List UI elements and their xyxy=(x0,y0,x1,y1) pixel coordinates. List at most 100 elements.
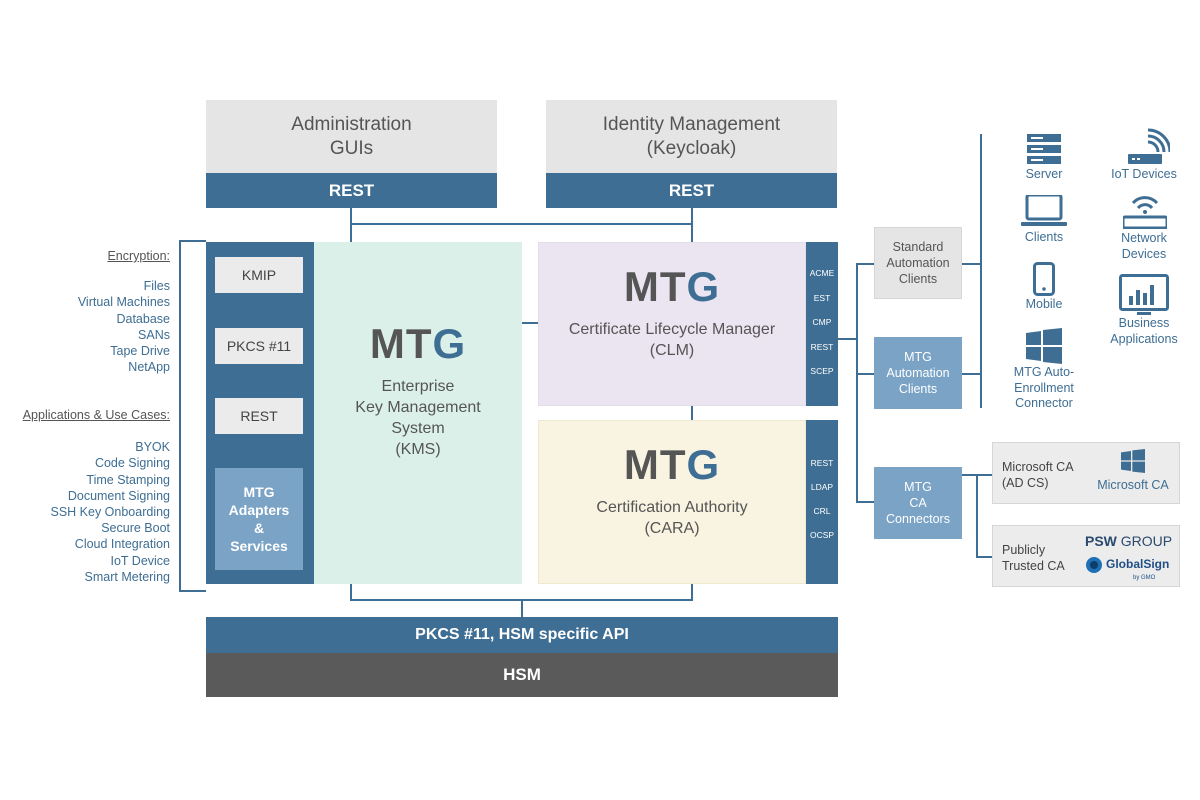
admin-title-line2: GUIs xyxy=(329,137,374,159)
kms-title-line2: Key Management xyxy=(355,399,481,416)
adapters-line4: Services xyxy=(230,538,288,554)
clm-protocol-strip: ACME EST CMP REST SCEP xyxy=(806,242,838,406)
microsoft-ca-logo-text: Microsoft CA xyxy=(1097,478,1169,492)
application-item: Smart Metering xyxy=(84,569,170,584)
cara-protocol-strip: REST LDAP CRL OCSP xyxy=(806,420,838,584)
clm-title-line2: (CLM) xyxy=(649,342,695,359)
encryption-item: NetApp xyxy=(128,360,170,375)
clm-protocol: EST xyxy=(813,292,831,303)
identity-management-box: Identity Management (Keycloak) xyxy=(546,100,837,173)
pkcs11-box: PKCS #11 xyxy=(215,328,303,364)
mobile-label: Mobile xyxy=(1025,297,1063,311)
api-label: PKCS #11, HSM specific API xyxy=(415,626,629,643)
iot-devices-icon xyxy=(1128,128,1170,164)
cara-box: MTG Certification Authority (CARA) xyxy=(538,420,806,584)
network-devices-label: Network Devices xyxy=(1094,231,1194,262)
admin-title-line1: Administration xyxy=(291,113,412,135)
autoenroll-line2: Enrollment xyxy=(1014,380,1074,395)
identity-rest-bar: REST xyxy=(546,173,837,208)
microsoft-ca-line1: Microsoft CA xyxy=(1002,460,1074,474)
globalsign-gmo-text: by GMO xyxy=(1133,575,1156,581)
mtg-adapters-box: MTG Adapters & Services xyxy=(215,468,303,570)
application-item: BYOK xyxy=(135,440,170,455)
encryption-item: Files xyxy=(143,279,170,294)
standard-line2: Automation xyxy=(886,256,950,270)
encryption-item: Virtual Machines xyxy=(77,295,170,310)
connectors-line3: Connectors xyxy=(886,512,950,526)
adapters-line3: & xyxy=(253,520,265,536)
publicly-trusted-ca-box: Publicly Trusted CA PSW GROUP GlobalSign… xyxy=(992,525,1180,587)
business-applications-label: Business Applications xyxy=(1094,316,1194,347)
encryption-list: Encryption: Files Virtual Machines Datab… xyxy=(78,248,170,375)
autoenroll-line1: MTG Auto- xyxy=(1013,365,1075,379)
adapters-line1: MTG xyxy=(243,484,275,500)
windows-icon xyxy=(1026,328,1062,364)
globalsign-logo-text: GlobalSign xyxy=(1106,557,1170,571)
clm-protocol: ACME xyxy=(809,268,835,278)
kmip-label: KMIP xyxy=(241,267,277,283)
cara-protocol: OCSP xyxy=(809,530,835,540)
admin-rest-label: REST xyxy=(328,180,375,200)
pkcs11-label: PKCS #11 xyxy=(226,338,292,354)
application-item: SSH Key Onboarding xyxy=(50,505,170,520)
connectors-line2: CA xyxy=(909,496,927,510)
mtg-clients-line1: MTG xyxy=(904,350,932,364)
clm-protocol: SCEP xyxy=(810,366,834,376)
standard-automation-clients-box: Standard Automation Clients xyxy=(874,227,962,299)
application-item: IoT Device xyxy=(110,553,170,568)
business-line2: Applications xyxy=(1110,331,1178,346)
network-line2: Devices xyxy=(1121,246,1167,261)
hsm-label: HSM xyxy=(503,665,541,684)
identity-rest-label: REST xyxy=(668,180,715,200)
kmip-box: KMIP xyxy=(215,257,303,293)
cara-protocol: REST xyxy=(810,458,834,468)
microsoft-ca-box: Microsoft CA (AD CS) Microsoft CA xyxy=(992,442,1180,504)
cara-title-line2: (CARA) xyxy=(644,520,700,537)
pkcs11-hsm-api-bar: PKCS #11, HSM specific API xyxy=(206,617,838,653)
globalsign-logo-icon xyxy=(1086,557,1102,573)
cara-protocol: CRL xyxy=(813,506,831,516)
clm-box: MTG Certificate Lifecycle Manager (CLM) xyxy=(538,242,806,406)
autoenroll-line3: Connector xyxy=(1015,396,1073,410)
public-ca-line1: Publicly xyxy=(1002,543,1046,557)
applications-heading: Applications & Use Cases: xyxy=(22,408,170,422)
kms-title-line1: Enterprise xyxy=(381,378,455,395)
mtg-clients-line3: Clients xyxy=(898,382,938,396)
server-icon xyxy=(1027,134,1061,164)
applications-list: Applications & Use Cases: BYOK Code Sign… xyxy=(23,407,170,585)
identity-title-line1: Identity Management xyxy=(602,113,781,135)
application-item: Secure Boot xyxy=(101,521,170,536)
clm-mtg-logo: MTG xyxy=(623,263,721,310)
mtg-ca-connectors-box: MTG CA Connectors xyxy=(874,467,962,539)
server-label: Server xyxy=(1025,167,1063,181)
psw-group-logo: PSW GROUP xyxy=(1085,533,1173,549)
cara-title-line1: Certification Authority xyxy=(596,499,748,516)
kms-rest-box: REST xyxy=(215,398,303,434)
network-line1: Network xyxy=(1121,231,1167,245)
cara-mtg-logo: MTG xyxy=(623,441,721,488)
microsoft-windows-icon xyxy=(1121,449,1145,473)
network-devices-icon xyxy=(1123,196,1167,229)
administration-guis-box: Administration GUIs xyxy=(206,100,497,173)
application-item: Code Signing xyxy=(94,456,170,471)
admin-rest-bar: REST xyxy=(206,173,497,208)
microsoft-ca-line2: (AD CS) xyxy=(1002,476,1049,490)
encryption-item: SANs xyxy=(138,327,170,342)
kms-mtg-logo: MTG xyxy=(369,320,467,367)
application-item: Document Signing xyxy=(67,488,170,503)
adapters-line2: Adapters xyxy=(228,502,290,518)
laptop-icon xyxy=(1021,195,1067,226)
cara-protocol: LDAP xyxy=(810,482,834,492)
application-item: Time Stamping xyxy=(86,472,170,487)
standard-line3: Clients xyxy=(898,272,938,286)
auto-enrollment-connector-label: MTG Auto- Enrollment Connector xyxy=(994,365,1094,412)
business-line1: Business xyxy=(1118,316,1170,330)
mtg-automation-clients-box: MTG Automation Clients xyxy=(874,337,962,409)
connectors-line1: MTG xyxy=(904,480,932,494)
iot-devices-label: IoT Devices xyxy=(1111,167,1177,181)
clm-protocol: CMP xyxy=(812,317,832,327)
standard-line1: Standard xyxy=(892,240,944,254)
clients-label: Clients xyxy=(1024,230,1064,244)
clm-title-line1: Certificate Lifecycle Manager xyxy=(568,321,776,338)
kms-rest-label: REST xyxy=(240,408,278,424)
